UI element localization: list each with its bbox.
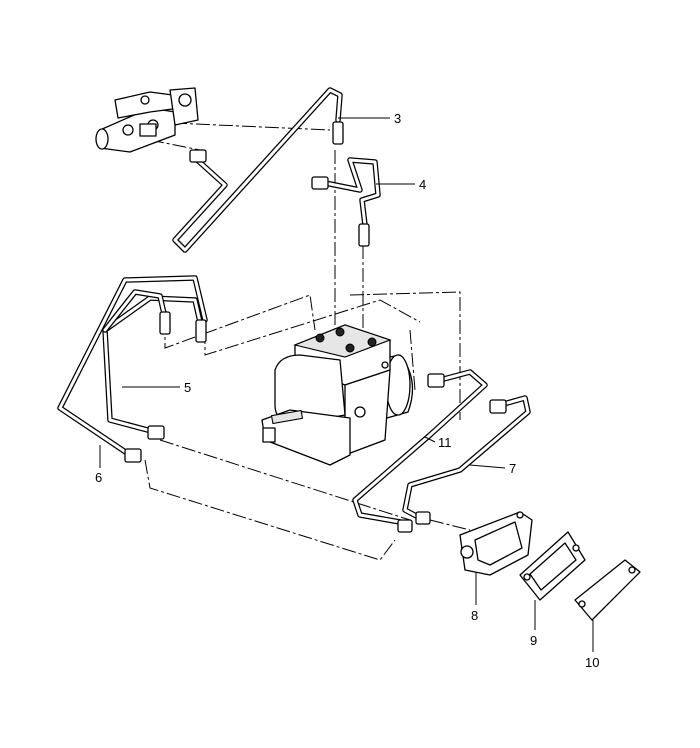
callout-4: 4 [419, 177, 426, 192]
pressure-valve [95, 87, 199, 153]
callout-6: 6 [95, 470, 102, 485]
callout-7: 7 [509, 461, 516, 476]
callout-5: 5 [184, 380, 191, 395]
gasket-9 [519, 531, 586, 601]
callout-3: 3 [394, 111, 401, 126]
bracket-8 [459, 511, 533, 576]
callout-9: 9 [530, 633, 537, 648]
brake-pipes [57, 87, 531, 525]
pipe-fittings [124, 121, 507, 533]
cover-plate-10 [574, 559, 641, 621]
callout-8: 8 [471, 608, 478, 623]
callout-11: 11 [438, 435, 452, 450]
callout-10: 10 [585, 655, 599, 670]
callout-numbers: 3 4 5 6 7 8 9 10 11 [95, 111, 599, 670]
abs-hydraulic-unit [261, 324, 414, 466]
leader-lines [99, 117, 594, 652]
